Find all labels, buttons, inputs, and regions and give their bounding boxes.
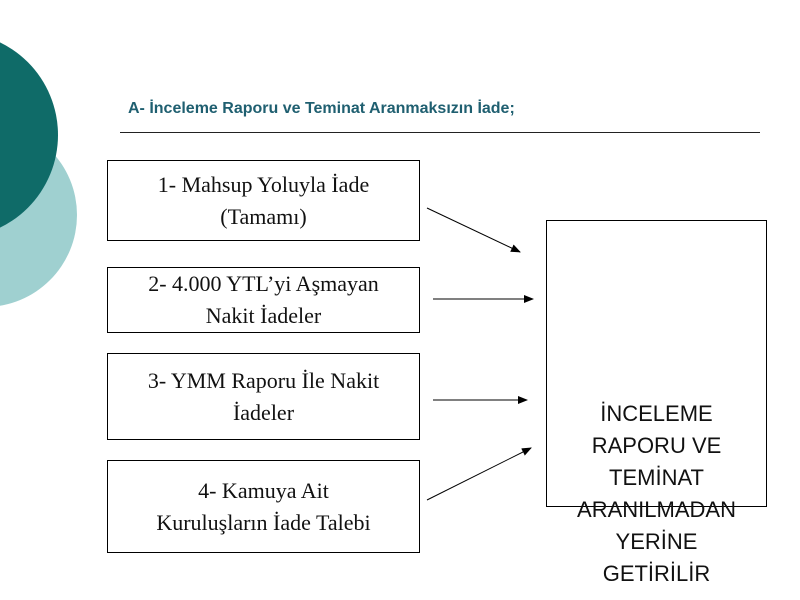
result-box <box>546 220 767 507</box>
title-underline <box>120 132 760 133</box>
case-box-1: 1- Mahsup Yoluyla İade (Tamamı) <box>107 160 420 241</box>
case-box-2: 2- 4.000 YTL’yi Aşmayan Nakit İadeler <box>107 267 420 333</box>
arrow-4 <box>426 447 532 501</box>
case-box-2-label: 2- 4.000 YTL’yi Aşmayan Nakit İadeler <box>148 271 379 328</box>
case-box-1-label: 1- Mahsup Yoluyla İade (Tamamı) <box>157 171 370 229</box>
arrow-1 <box>426 207 521 253</box>
dark-teal-circle <box>0 42 58 228</box>
case-box-4-label: 4- Kamuya Ait Kuruluşların İade Talebi <box>156 477 371 535</box>
case-box-3: 3- YMM Raporu İle Nakit İadeler <box>107 353 420 440</box>
case-box-3-label: 3- YMM Raporu İle Nakit İadeler <box>147 367 380 425</box>
case-box-4: 4- Kamuya Ait Kuruluşların İade Talebi <box>107 460 420 553</box>
result-box-label: İNCELEME RAPORU VE TEMİNAT ARANILMADAN Y… <box>577 401 736 586</box>
slide-title: A- İnceleme Raporu ve Teminat Aranmaksız… <box>128 100 515 117</box>
